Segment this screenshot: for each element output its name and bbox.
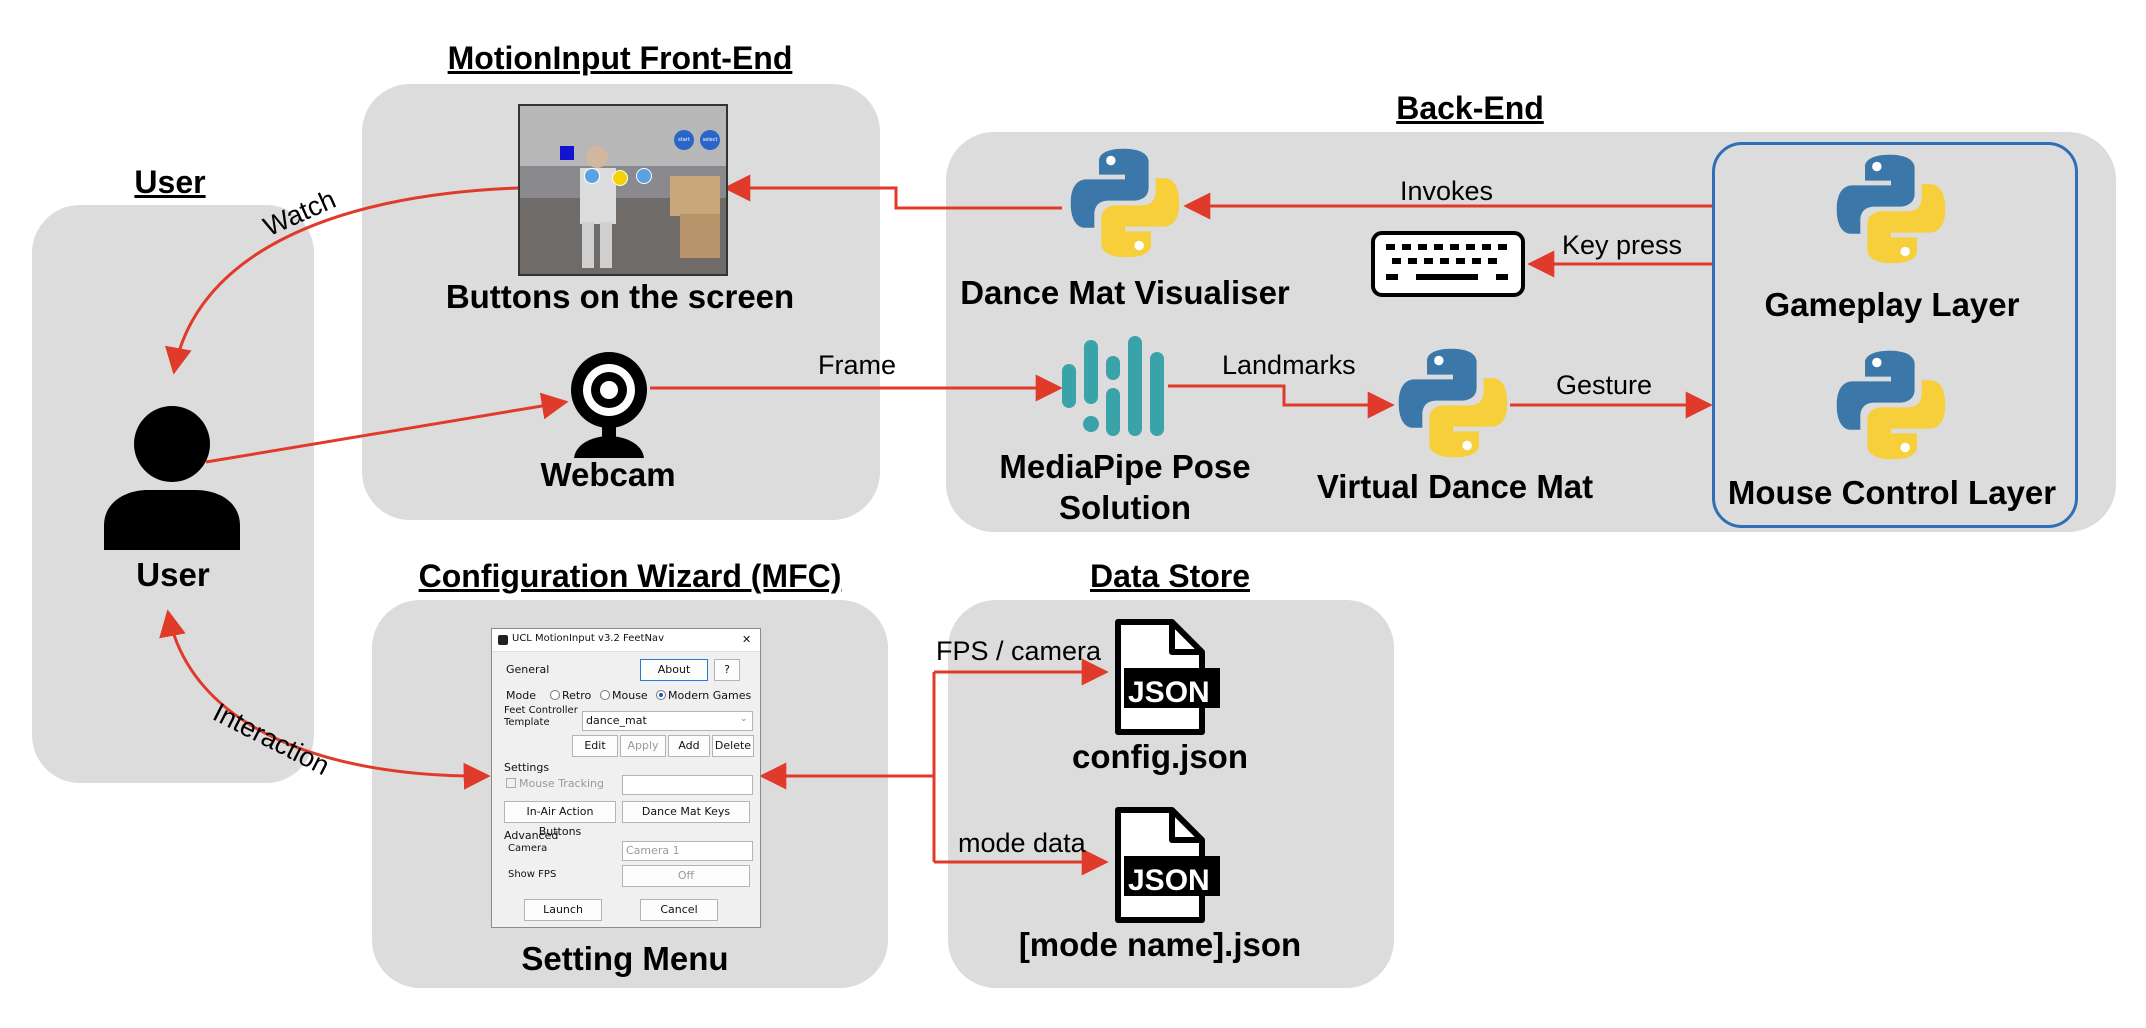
group-advanced: Advanced [504,829,559,842]
interaction-arrow [159,609,491,790]
radio-mouse-label: Mouse [612,689,648,702]
setting-menu-label: Setting Menu [521,940,729,977]
template-select[interactable]: dance_mat [582,711,753,731]
python-icon [1836,154,1946,264]
camera-select[interactable]: Camera 1 [622,841,753,861]
frontend-screenshot: start select [518,104,728,276]
person-icon [104,406,240,550]
user-to-webcam-arrow [205,392,569,464]
python-icon [1836,350,1946,460]
gameplay-group [1712,142,2078,528]
section-title-user: User [134,164,206,200]
config-json-label: config.json [1072,738,1248,775]
json-badge-text: JSON [1128,864,1210,897]
mouse-tracking-checkbox[interactable]: Mouse Tracking [506,777,604,790]
keyboard-icon [1371,231,1525,297]
radio-modern-icon [656,690,666,700]
wizard-titlebar [492,629,760,652]
python-icon [1398,348,1508,458]
radio-retro-label: Retro [562,689,592,702]
edit-button[interactable]: Edit [572,735,618,757]
buttons-label: Buttons on the screen [445,278,795,315]
mediapipe-label-line1: MediaPipe Pose [999,448,1251,485]
launch-button[interactable]: Launch [524,899,602,921]
visualiser-label: Dance Mat Visualiser [960,274,1290,311]
mediapipe-label-line2: Solution [1059,489,1191,527]
show-fps-label: Show FPS [508,869,557,880]
radio-retro[interactable]: Retro [550,689,591,702]
edge-label-landmarks: Landmarks [1222,350,1356,380]
edge-label-gesture: Gesture [1556,370,1653,400]
edge-label-frame: Frame [818,350,897,380]
checkbox-icon [506,778,516,788]
feet-template-label-1: Feet Controller [504,705,578,716]
radio-mouse[interactable]: Mouse [600,689,648,702]
json-badge-text: JSON [1128,676,1210,709]
section-title-backend: Back-End [1396,90,1544,126]
python-icon [1070,148,1180,258]
radio-mouse-icon [600,690,610,700]
mediapipe-icon [1062,336,1164,436]
json-file-icon [1115,807,1220,923]
radio-retro-icon [550,690,560,700]
camera-label: Camera [508,843,548,854]
frontend-start-button: start [674,130,694,150]
mediapipe-label: MediaPipe Pose Solution [990,446,1260,529]
group-general: General [506,663,550,676]
app-icon [498,635,508,645]
edge-label-fps-camera: FPS / camera [936,636,1102,666]
edge-label-mode-data: mode data [958,828,1086,858]
dance-mat-keys-button[interactable]: Dance Mat Keys [622,801,750,823]
section-title-frontend: MotionInput Front-End [447,40,793,76]
delete-button[interactable]: Delete [712,735,754,757]
webcam-label: Webcam [540,456,676,493]
close-icon[interactable]: ✕ [742,633,752,646]
feet-template-label-2: Template [504,717,550,728]
mode-json-label: [mode name].json [1018,926,1302,963]
section-title-datastore: Data Store [1089,558,1251,594]
show-fps-toggle[interactable]: Off [622,865,750,887]
visualiser-to-frontend-arrow [723,174,1062,210]
about-button[interactable]: About [640,659,708,681]
edge-label-invokes: Invokes [1400,176,1494,206]
user-label: User [136,556,210,593]
edge-label-key-press: Key press [1562,230,1683,260]
radio-modern-games[interactable]: Modern Games [656,689,751,702]
json-file-icon [1115,619,1220,735]
virtual-mat-label: Virtual Dance Mat [1316,468,1594,505]
wizard-window: UCL MotionInput v3.2 FeetNav ✕ General A… [491,628,761,928]
mouse-layer-label: Mouse Control Layer [1727,474,2057,511]
help-button[interactable]: ? [714,659,740,681]
mode-label: Mode [506,689,536,702]
section-title-config: Configuration Wizard (MFC) [418,558,842,594]
watch-arrow [165,186,519,375]
cancel-button[interactable]: Cancel [640,899,718,921]
webcam-icon [571,352,647,458]
gameplay-label: Gameplay Layer [1764,286,2020,323]
group-settings: Settings [504,761,550,774]
radio-modern-label: Modern Games [668,689,752,702]
frontend-select-button: select [700,130,720,150]
landmarks-arrow [1168,384,1395,419]
mouse-tracking-select[interactable] [622,775,753,795]
in-air-buttons-button[interactable]: In-Air Action Buttons [504,801,616,838]
chevron-down-icon: ⌄ [740,714,748,724]
wizard-title: UCL MotionInput v3.2 FeetNav [512,633,664,644]
mouse-tracking-label: Mouse Tracking [519,777,604,790]
add-button[interactable]: Add [668,735,710,757]
apply-button[interactable]: Apply [620,735,666,757]
